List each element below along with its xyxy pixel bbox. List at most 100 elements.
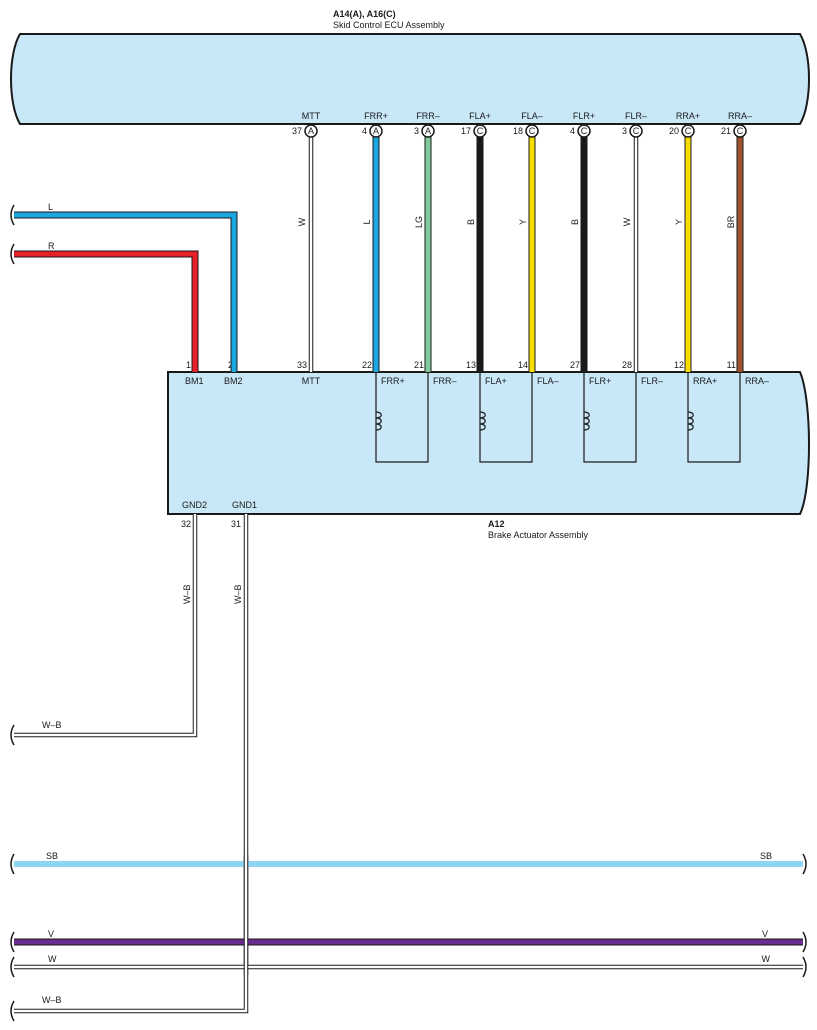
coil-label: FLR+: [589, 376, 611, 386]
connector-letter: A: [373, 126, 379, 136]
pin-number: 28: [622, 360, 632, 370]
signal-label: FRR+: [364, 111, 388, 121]
coil-label: RRA–: [745, 376, 769, 386]
signal-label: RRA–: [728, 111, 752, 121]
pin-label: MTT: [302, 376, 321, 386]
actuator-name: Brake Actuator Assembly: [488, 530, 589, 540]
solenoid-frame: [687, 372, 741, 463]
pin-label-gnd2: GND2: [182, 500, 207, 510]
solenoid-coil-icon: [583, 411, 590, 431]
wire-color-wb: W–B: [182, 584, 192, 604]
pin-label-bm1: BM1: [185, 376, 204, 386]
connector-icon: [525, 124, 539, 138]
wire-color-code: LG: [414, 216, 424, 228]
signal-label: FLA–: [521, 111, 543, 121]
wire-color-code: B: [466, 219, 476, 225]
pin-number: 11: [727, 360, 736, 370]
break-mark: [10, 931, 15, 953]
signal-label: FLR+: [573, 111, 595, 121]
wire-color-r: R: [48, 241, 55, 251]
pin-number: 27: [570, 360, 580, 370]
signal-label: MTT: [302, 111, 321, 121]
break-mark: [10, 1000, 15, 1022]
pin-number: 4: [570, 126, 575, 136]
ground-wires: W–B W–B W–B W–B: [14, 514, 249, 1014]
pin-number: 2: [228, 360, 233, 370]
coil-label: FLR–: [641, 376, 663, 386]
ecu-name: Skid Control ECU Assembly: [333, 20, 445, 30]
pin-number: 13: [466, 360, 476, 370]
pin-number: 20: [669, 126, 679, 136]
solenoid-coil-icon: [479, 411, 486, 431]
coil-label: FLA–: [537, 376, 559, 386]
power-wires: L R: [10, 202, 238, 372]
connector-letter: C: [581, 126, 588, 136]
break-mark: [802, 956, 807, 978]
pin-number: 17: [461, 126, 471, 136]
pin-label-bm2: BM2: [224, 376, 243, 386]
pin-number: 4: [362, 126, 367, 136]
pin-number: 3: [622, 126, 627, 136]
wire-color-wb: W–B: [42, 995, 62, 1005]
connector-icon: [629, 124, 643, 138]
pin-number: 14: [518, 360, 528, 370]
connector-letter: A: [308, 126, 314, 136]
pin-number: 21: [721, 126, 731, 136]
solenoid-frame: [375, 372, 429, 463]
pin-number: 21: [414, 360, 424, 370]
solenoid-frame: [479, 372, 533, 463]
wire-color-w: W: [762, 954, 771, 964]
wire-color-l: L: [48, 202, 53, 212]
wire-l-fill: [14, 212, 237, 372]
wire-color-code: W: [622, 217, 632, 226]
coil-label: FRR–: [433, 376, 457, 386]
connector-icon: [577, 124, 591, 138]
wire-color-sb: SB: [760, 851, 772, 861]
break-mark: [10, 853, 15, 875]
signal-label: RRA+: [676, 111, 700, 121]
actuator-labels: 2 BM1 1 BM2 GND2 GND1 32 31: [181, 360, 257, 529]
pin-label-gnd1: GND1: [232, 500, 257, 510]
coil-label: FLA+: [485, 376, 507, 386]
wire-r: [14, 250, 199, 372]
pin-number: 18: [513, 126, 523, 136]
connector-letter: C: [477, 126, 484, 136]
connector-letter: C: [737, 126, 744, 136]
wire-color-code: Y: [674, 219, 684, 225]
break-mark: [802, 931, 807, 953]
wire-gnd1-fill: [14, 514, 248, 1013]
wire-color-sb: SB: [46, 851, 58, 861]
wire-r-fill: [14, 251, 198, 372]
solenoid-frame: [583, 372, 637, 463]
connector-letter: C: [633, 126, 640, 136]
coil-label: RRA+: [693, 376, 717, 386]
pin-number: 3: [414, 126, 419, 136]
solenoid-coils: [375, 372, 741, 463]
ecu-wires: A37MTTW33MTTA4FRR+L22A3FRR–LG21C17FLA+B1…: [292, 111, 769, 386]
pin-number: 33: [297, 360, 307, 370]
connector-icon: [421, 124, 435, 138]
pin-number: 37: [292, 126, 302, 136]
signal-label: FLA+: [469, 111, 491, 121]
connector-letter: C: [529, 126, 536, 136]
wire-color-wb: W–B: [233, 584, 243, 604]
wire-color-wb: W–B: [42, 720, 62, 730]
wire-color-code: W: [297, 217, 307, 226]
signal-label: FRR–: [416, 111, 440, 121]
break-mark: [10, 204, 15, 226]
wire-color-code: B: [570, 219, 580, 225]
pin-number: 31: [231, 519, 241, 529]
signal-label: FLR–: [625, 111, 647, 121]
wire-color-v: V: [762, 929, 768, 939]
connector-letter: A: [425, 126, 431, 136]
bus-wires: SB SB V V W W: [10, 724, 807, 1022]
connector-icon: [369, 124, 383, 138]
wire-color-code: Y: [518, 219, 528, 225]
connector-icon: [473, 124, 487, 138]
solenoid-coil-icon: [375, 411, 382, 431]
pin-number: 1: [186, 360, 191, 370]
solenoid-coil-icon: [687, 411, 694, 431]
wire-l: [14, 211, 238, 372]
connector-icon: [304, 124, 318, 138]
